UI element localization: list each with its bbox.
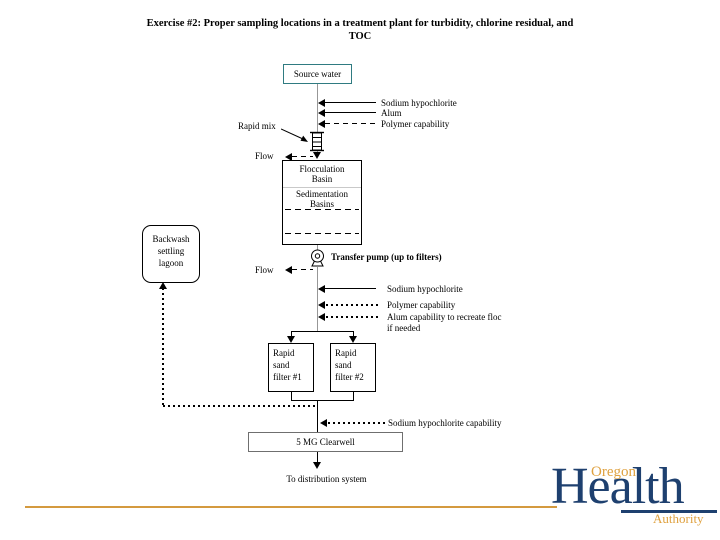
filter2-label-3: filter #2: [335, 372, 364, 382]
feed-label-sodium-hypochlorite-2: Sodium hypochlorite: [387, 284, 463, 294]
flow-lower-arrowhead: [285, 266, 292, 274]
flow-arrow-into-basin: [313, 152, 321, 159]
feed-line-alum-capability: [326, 316, 380, 318]
rapid-sand-filter-2-box: Rapid sand filter #2: [330, 343, 376, 392]
feed-label-alum: Alum: [381, 108, 402, 118]
feed-label-polymer-capability-1: Polymer capability: [381, 119, 450, 129]
basin-box: Flocculation Basin Sedimentation Basins: [282, 160, 362, 245]
feed-line-polymer-capability-1: [325, 123, 376, 124]
clearwell-box: 5 MG Clearwell: [248, 432, 403, 452]
feed-line-polymer-capability-2: [326, 304, 380, 306]
filter1-label-2: sand: [273, 360, 290, 370]
filter2-label-1: Rapid: [335, 348, 357, 358]
feed-arrow-alum: [318, 109, 325, 117]
split-line-left: [291, 331, 292, 338]
arrow-into-filter-1: [287, 336, 295, 343]
split-line-right: [353, 331, 354, 338]
basin-separator-line: [283, 187, 361, 188]
rapid-mix-pointer-arrow: [281, 128, 308, 142]
feed-line-alum: [325, 112, 376, 113]
split-line-horizontal: [291, 331, 354, 332]
basin-basins-label: Basins: [309, 199, 334, 209]
backwash-label-3: lagoon: [158, 258, 184, 268]
basin-basin-label: Basin: [311, 174, 333, 184]
title-line-2: TOC: [348, 31, 372, 42]
flow-line-source-to-basin: [317, 84, 318, 155]
logo-oregon-text: Oregon: [591, 464, 636, 480]
feed-label-hypochlorite-capability: Sodium hypochlorite capability: [388, 418, 502, 428]
arrow-to-distribution: [313, 462, 321, 469]
basin-sedimentation-label: Sedimentation: [296, 189, 348, 199]
flow-line-pump-to-split: [317, 267, 318, 331]
flow-line-basin-to-pump: [317, 245, 318, 250]
flow-upper-label: Flow: [255, 151, 274, 161]
arrow-into-filter-2: [349, 336, 357, 343]
feed-arrow-alum-capability: [318, 313, 325, 321]
rapid-mixer-icon: [310, 131, 324, 152]
flow-upper-arrowhead: [285, 153, 292, 161]
basin-dashed-line-1: [285, 209, 359, 210]
logo-underline: [621, 510, 717, 513]
feed-arrow-polymer-capability-1: [318, 120, 325, 128]
basin-dashed-line-2: [285, 233, 359, 234]
backwash-lagoon-box: Backwash settling lagoon: [142, 225, 200, 283]
rapid-mix-label: Rapid mix: [238, 121, 276, 131]
filter1-label-3: filter #1: [273, 372, 302, 382]
source-water-label: Source water: [293, 69, 342, 79]
feed-label-alum-capability-2: if needed: [387, 323, 421, 333]
slide-title: Exercise #2: Proper sampling locations i…: [0, 17, 720, 43]
backwash-return-line-vertical: [162, 288, 164, 405]
flow-line-clearwell-to-distribution: [317, 452, 318, 464]
feed-line-hypochlorite-capability: [328, 422, 385, 424]
logo-authority-text: Authority: [653, 511, 704, 526]
flow-upper-dashed-line: [292, 156, 313, 157]
join-line-left: [291, 392, 292, 400]
logo-health-text: Health: [551, 458, 685, 515]
join-line-horizontal: [291, 400, 354, 401]
feed-arrow-sodium-hypochlorite-2: [318, 285, 325, 293]
join-line-right: [353, 392, 354, 400]
distribution-box: To distribution system: [253, 470, 400, 488]
feed-arrow-hypochlorite-capability: [320, 419, 327, 427]
flow-line-filters-to-clearwell: [317, 400, 318, 432]
rapid-sand-filter-1-box: Rapid sand filter #1: [268, 343, 314, 392]
flow-lower-dashed-line: [292, 269, 313, 270]
feed-line-sodium-hypochlorite-2: [325, 288, 376, 289]
feed-label-alum-capability: Alum capability to recreate floc: [387, 312, 502, 322]
title-line-1: Exercise #2: Proper sampling locations i…: [146, 18, 574, 29]
backwash-label-2: settling: [157, 246, 185, 256]
arrow-into-backwash-lagoon: [159, 282, 167, 289]
transfer-pump-label: Transfer pump (up to filters): [331, 252, 442, 262]
feed-arrow-sodium-hypochlorite-1: [318, 99, 325, 107]
transfer-pump-icon: [311, 249, 324, 267]
feed-label-polymer-capability-2: Polymer capability: [387, 300, 456, 310]
filter2-label-2: sand: [335, 360, 352, 370]
filter1-label-1: Rapid: [273, 348, 295, 358]
source-water-box: Source water: [283, 64, 352, 84]
feed-line-sodium-hypochlorite-1: [325, 102, 376, 103]
clearwell-label: 5 MG Clearwell: [296, 437, 355, 447]
feed-label-sodium-hypochlorite-1: Sodium hypochlorite: [381, 98, 457, 108]
backwash-return-line-horizontal: [163, 405, 317, 407]
backwash-label-1: Backwash: [152, 234, 190, 244]
footer-rule: [25, 506, 557, 508]
flow-lower-label: Flow: [255, 265, 274, 275]
feed-arrow-polymer-capability-2: [318, 301, 325, 309]
distribution-label: To distribution system: [286, 474, 367, 484]
basin-flocculation-label: Flocculation: [299, 164, 345, 174]
